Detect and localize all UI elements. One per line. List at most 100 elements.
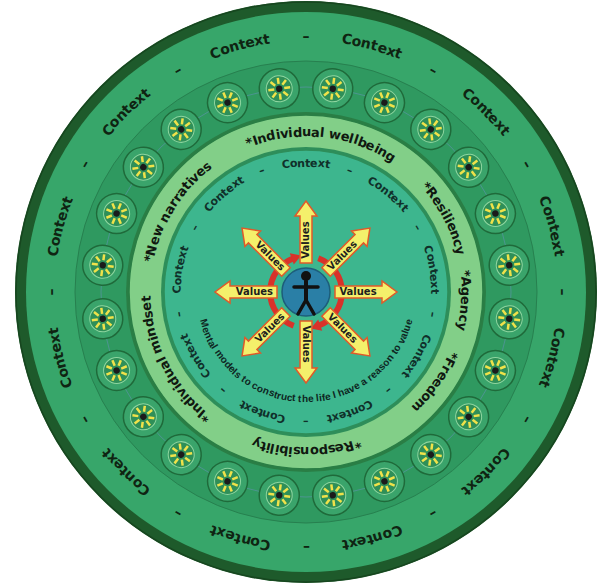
text-glyph: h (302, 394, 308, 404)
text-glyph: d (293, 125, 303, 138)
arrow-body (319, 305, 378, 364)
text-glyph: n (300, 445, 309, 458)
circle-border (164, 150, 448, 434)
values-arrow: Values (294, 320, 318, 384)
curved-text: – (76, 157, 92, 170)
person-icon (90, 344, 142, 396)
person-icon (201, 455, 253, 507)
values-arrow: Values (232, 218, 294, 280)
text-glyph: – (520, 157, 536, 170)
values-band-fill (129, 115, 483, 469)
curved-text: – (173, 311, 185, 318)
arrow-label: Values (301, 325, 311, 362)
curved-text: Context (537, 327, 566, 390)
network-line (101, 87, 511, 497)
arrow-label: Values (253, 239, 286, 272)
text-glyph: – (76, 157, 92, 170)
text-glyph: l (320, 126, 326, 139)
curved-text: – (520, 157, 536, 170)
curved-text: Context (366, 175, 410, 214)
person-icon (487, 243, 532, 288)
curved-text: – (188, 222, 200, 232)
text-glyph: o (289, 158, 298, 170)
text-glyph: e (428, 273, 440, 282)
values-arrow: Values (334, 280, 398, 304)
text-glyph: – (43, 289, 57, 296)
curved-text: – (520, 413, 536, 426)
person-icon (90, 187, 142, 239)
curved-text: Context (421, 244, 440, 293)
person-icon (469, 187, 521, 239)
curved-text: – (257, 165, 266, 177)
curved-text: – (171, 62, 184, 78)
outer-context-ring: Context–Context–Context–Context–Context–… (15, 1, 597, 583)
person-icon (201, 76, 253, 128)
curved-text: Mental models to construct the life I ha… (198, 318, 415, 404)
text-glyph: – (427, 62, 440, 78)
curved-text: – (555, 289, 569, 296)
curved-text: – (427, 311, 439, 318)
curved-text: Context (46, 327, 75, 390)
text-glyph: – (555, 289, 569, 296)
values-arrow: Values (214, 280, 278, 304)
text-glyph: – (303, 541, 310, 555)
arrow-body (295, 201, 317, 263)
person-icon (358, 455, 410, 507)
curved-text: Context (537, 194, 566, 257)
values-band: *Individual wellbeing*Resiliency*Agency*… (128, 114, 484, 470)
person-icon (469, 344, 521, 396)
circle-outline (163, 149, 449, 435)
text-glyph: – (412, 222, 424, 232)
arrow-label: Values (339, 287, 376, 297)
arrow-body (234, 305, 293, 364)
text-glyph: C (259, 537, 271, 552)
text-glyph: C (171, 286, 182, 294)
text-glyph: t (292, 393, 296, 403)
person-icon (310, 473, 355, 518)
curved-text: Context (237, 398, 286, 425)
arrow-label: Values (235, 287, 272, 297)
circle-border (16, 2, 596, 582)
curved-text: – (412, 222, 424, 232)
text-glyph: * (458, 269, 472, 277)
text-glyph: o (309, 445, 319, 458)
person-icon (487, 296, 532, 341)
text-glyph: t (139, 295, 152, 302)
text-glyph: – (383, 385, 394, 397)
curved-text: – (303, 29, 310, 43)
circle-outline (15, 1, 597, 583)
text-glyph: y (453, 245, 468, 257)
text-glyph: – (171, 506, 184, 522)
values-arrow: Values (317, 303, 379, 365)
curved-text: Context (202, 175, 246, 214)
text-glyph: e (140, 301, 154, 311)
text-glyph: g (459, 287, 472, 296)
person-disc (282, 268, 330, 316)
curved-text: – (76, 413, 92, 426)
values-arrow: Values (294, 200, 318, 264)
inner-fill (164, 150, 448, 434)
text-glyph: – (427, 311, 439, 318)
text-glyph: I (332, 390, 337, 400)
text-glyph: – (303, 416, 309, 427)
band-edge (126, 112, 486, 472)
text-glyph: – (427, 506, 440, 522)
curved-text: Context (99, 446, 152, 499)
person-figure (294, 271, 318, 314)
text-glyph: n (297, 157, 305, 168)
arrow-body (295, 321, 317, 383)
icon-band (75, 61, 537, 523)
arrow-label: Values (301, 221, 311, 258)
curved-text: Context (341, 523, 404, 552)
person-icon (358, 76, 410, 128)
text-glyph: s (292, 445, 301, 458)
curved-text: Context (459, 85, 512, 138)
text-glyph: t (262, 32, 271, 47)
curved-text: – (303, 541, 310, 555)
curved-text: Context (326, 398, 375, 425)
text-glyph: – (520, 413, 536, 426)
text-glyph: t (552, 248, 567, 257)
curved-text: *Agency (455, 269, 472, 331)
arrow-label: Values (253, 312, 286, 345)
